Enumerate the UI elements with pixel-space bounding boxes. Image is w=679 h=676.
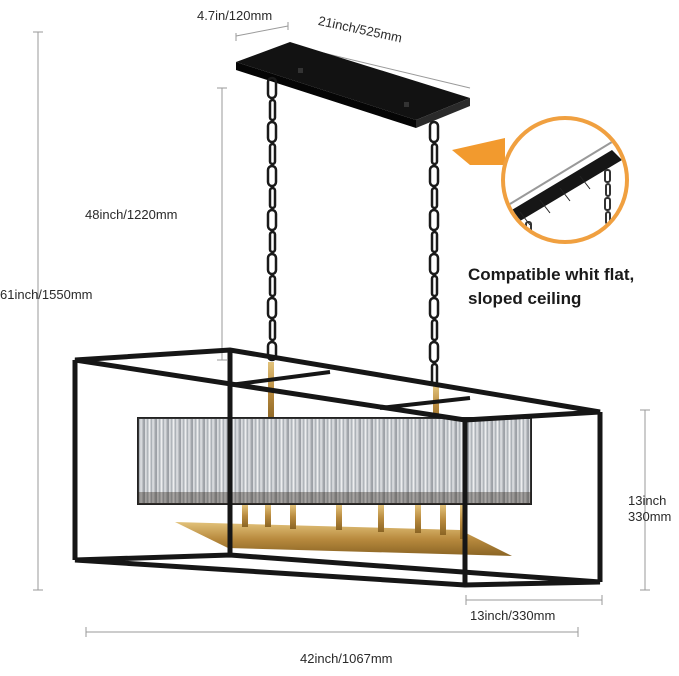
- black-frame: [72, 347, 603, 588]
- frame-height-label-line2: 330mm: [628, 509, 672, 524]
- chains: [266, 76, 440, 386]
- left-chain: [266, 76, 278, 362]
- note-line-1: Compatible whit flat,: [468, 265, 635, 284]
- ceiling-callout: [452, 116, 629, 244]
- frame-depth-label: 13inch/330mm: [470, 608, 556, 623]
- callout-pointer: [452, 138, 505, 165]
- right-chain: [428, 120, 440, 386]
- total-height-label: 61inch/1550mm: [0, 287, 93, 302]
- dimension-lines: [33, 22, 650, 637]
- right-brass-stem: [433, 386, 439, 426]
- crystal-shade: [137, 417, 532, 505]
- frame-height-label-line1: 13inch: [628, 493, 667, 508]
- ceiling-compatibility-note: Compatible whit flat, sloped ceiling: [468, 263, 679, 311]
- frame-length-label: 42inch/1067mm: [300, 651, 393, 666]
- note-line-2: sloped ceiling: [468, 289, 582, 308]
- brass-bottom-rail: [175, 505, 512, 556]
- canopy-width-line: [235, 25, 289, 37]
- chain-length-label: 48inch/1220mm: [85, 207, 178, 222]
- ceiling-canopy: [236, 42, 470, 128]
- canopy-width-label: 4.7in/120mm: [197, 8, 273, 23]
